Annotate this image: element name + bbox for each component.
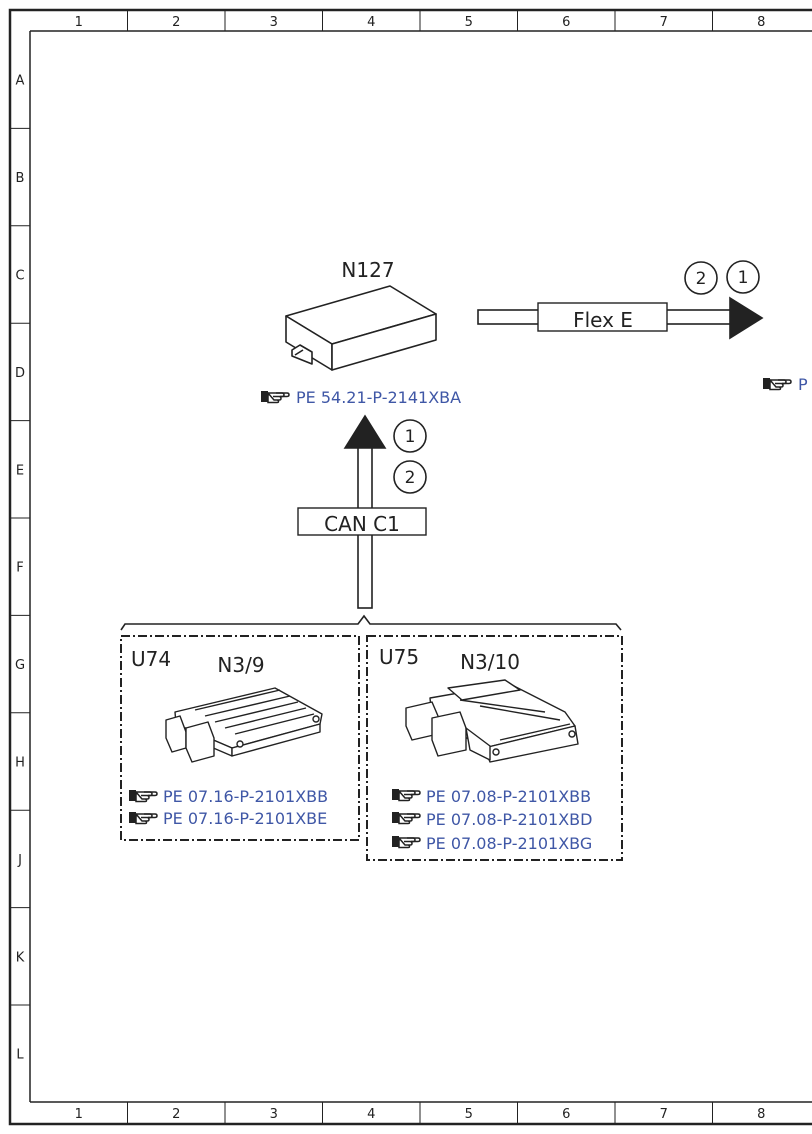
column-label-bottom-4: 4 [367,1107,375,1122]
row-label-A: A [16,74,25,89]
row-label-F: F [16,561,23,576]
column-label-bottom-8: 8 [757,1107,765,1122]
u74-ref1-link[interactable]: PE 07.16-P-2101XBB [163,787,328,806]
flex-e-marker-1 [726,260,760,294]
row-label-E: E [16,463,24,478]
offpage-ref-link[interactable]: P [798,375,808,394]
row-label-C: C [15,269,24,284]
can-c1-label: CAN C1 [324,512,400,536]
u74-ref2-hand-icon [128,811,158,825]
flex-e-marker-2-text: 2 [696,269,707,289]
u75-ref3-link[interactable]: PE 07.08-P-2101XBG [426,834,592,853]
u75-ref3-hand-icon [391,835,421,849]
u75-group-label: U75 [379,645,419,669]
column-label-top-1: 1 [75,15,83,30]
offpage-ref-hand-icon [762,377,792,391]
column-label-top-6: 6 [562,15,570,30]
row-labels: A B C D E F G H J K L [15,74,25,1063]
row-label-B: B [16,171,25,186]
u74-group-box [120,635,360,841]
u75-group-box [366,635,623,861]
row-label-K: K [16,950,25,965]
u74-group-label: U74 [131,647,171,671]
u75-ref1-link[interactable]: PE 07.08-P-2101XBB [426,787,591,806]
can-c1-label-box [297,507,427,536]
row-label-L: L [16,1048,24,1063]
flex-e-marker-2 [684,261,718,295]
u75-ref2-link[interactable]: PE 07.08-P-2101XBD [426,810,592,829]
can-c1-marker-1 [393,419,427,453]
row-label-J: J [17,853,22,868]
n127-module-icon [285,285,437,371]
column-label-top-2: 2 [172,15,180,30]
outer-frame [8,8,812,1126]
column-label-bottom-3: 3 [270,1107,278,1122]
u75-component-label: N3/10 [460,650,520,674]
flex-e-label: Flex E [573,308,633,332]
u74-ref2-link[interactable]: PE 07.16-P-2101XBE [163,809,327,828]
n127-label: N127 [341,258,394,282]
ecu-n3-10-icon [405,679,579,763]
row-label-G: G [15,658,25,673]
ecu-n3-9-icon [165,687,323,763]
column-label-top-8: 8 [757,15,765,30]
row-label-H: H [15,756,25,771]
u74-ref1-hand-icon [128,789,158,803]
row-label-D: D [15,366,25,381]
row-ticks [10,127,30,1006]
column-label-bottom-7: 7 [660,1107,668,1122]
column-label-top-5: 5 [465,15,473,30]
column-label-top-4: 4 [367,15,375,30]
column-label-bottom-2: 2 [172,1107,180,1122]
u74-component-label: N3/9 [217,653,264,677]
u75-ref1-hand-icon [391,788,421,802]
flex-e-label-box [537,302,668,332]
can-c1-marker-1-text: 1 [405,427,416,447]
n127-ref-link[interactable]: PE 54.21-P-2141XBA [296,388,461,407]
n127-ref-hand-icon [260,390,290,404]
can-c1-marker-2 [393,460,427,494]
column-label-bottom-5: 5 [465,1107,473,1122]
column-label-top-7: 7 [660,15,668,30]
column-label-bottom-1: 1 [75,1107,83,1122]
column-label-top-3: 3 [270,15,278,30]
ecu-group-bracket [120,614,622,631]
u75-ref2-hand-icon [391,811,421,825]
column-labels: 1 1 2 2 3 3 4 4 5 5 6 6 7 7 8 8 [75,15,766,1122]
flex-e-marker-1-text: 1 [738,268,749,288]
column-ticks [127,10,713,1124]
can-c1-marker-2-text: 2 [405,468,416,488]
column-label-bottom-6: 6 [562,1107,570,1122]
